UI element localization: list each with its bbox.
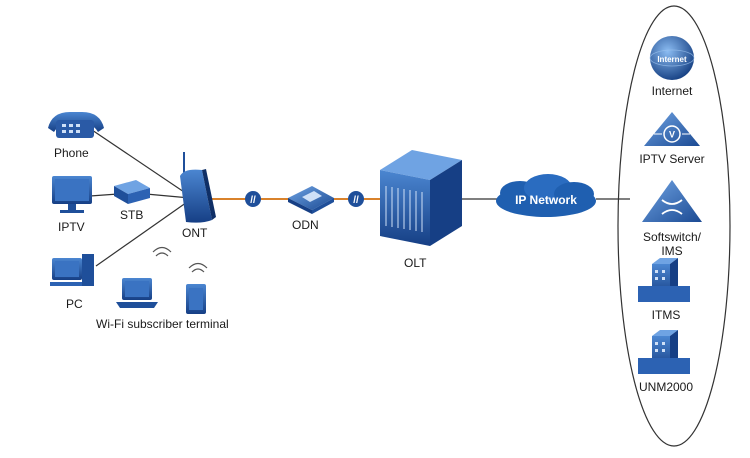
ip-network-cloud-icon [496,174,596,217]
access-lines [89,129,191,267]
softswitch-label-line2: IMS [661,244,683,258]
tv-monitor-icon [52,176,92,213]
odn-label: ODN [292,218,319,232]
olt-chassis-icon [380,150,462,246]
softswitch-icon [642,180,702,222]
set-top-box-icon [114,180,150,204]
ont-label: ONT [182,226,208,240]
unm-label: UNM2000 [638,380,694,394]
odn-splitter-icon [288,186,334,214]
globe-icon: Internet [649,36,695,80]
softswitch-label: Softswitch/ IMS [643,230,701,258]
ont-device-icon [180,152,216,223]
pc-label: PC [66,297,83,311]
itms-label: ITMS [651,308,681,322]
itms-server-icon [638,258,690,302]
svg-text://: // [250,195,256,206]
phone-icon [48,112,104,138]
svg-text://: // [353,195,359,206]
laptop-icon [116,278,158,308]
desktop-pc-icon [50,254,94,286]
service-platform-ellipse [617,5,731,447]
iptv-server-icon: V [644,112,700,146]
stb-label: STB [120,208,144,222]
svg-text:V: V [669,130,675,140]
wifi-signal-icon [152,246,208,273]
softswitch-label-line1: Softswitch/ [642,230,702,244]
tablet-icon [186,284,206,314]
unm-server-icon [638,330,690,374]
ip-network-label: IP Network [515,193,577,207]
iptv-server-label: IPTV Server [639,152,705,166]
globe-text: Internet [657,55,687,64]
fiber-connector-icon: // [245,191,261,207]
iptv-label: IPTV [58,220,85,234]
phone-label: Phone [54,146,89,160]
olt-label: OLT [404,256,427,270]
fiber-connector-icon: // [348,191,364,207]
internet-label: Internet [651,84,693,98]
wifi-terminal-label: Wi-Fi subscriber terminal [96,317,229,331]
